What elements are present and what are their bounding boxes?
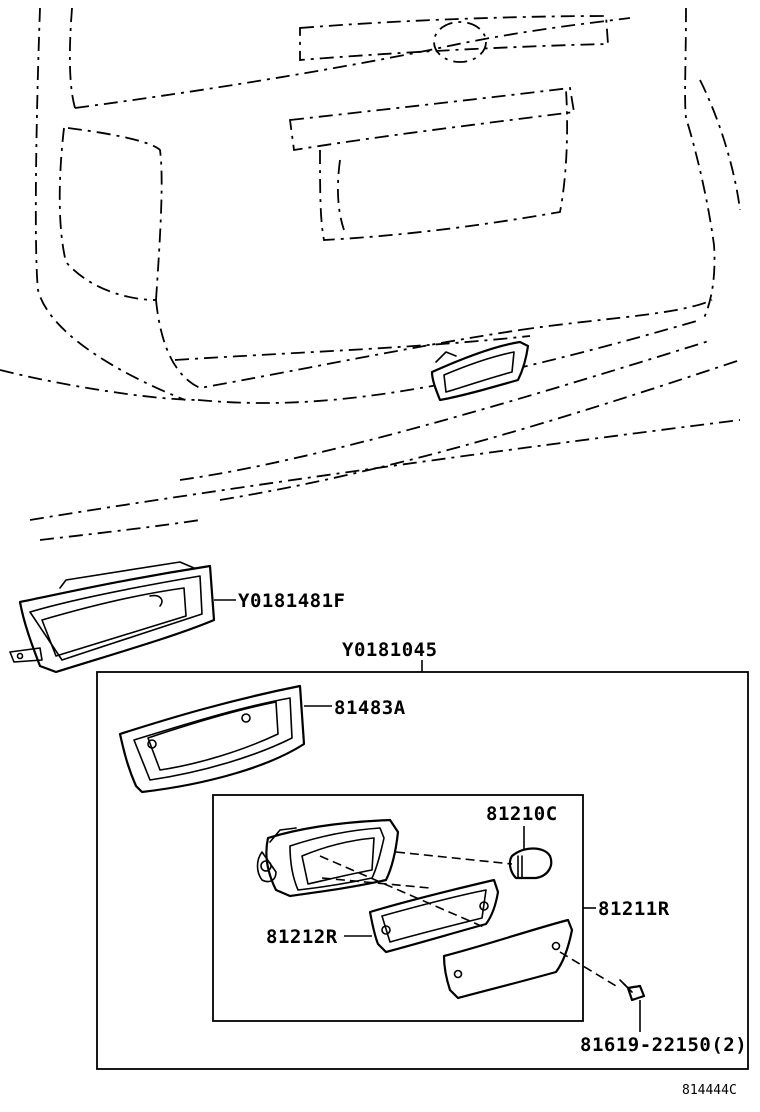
part-81483a-bezel <box>118 684 306 794</box>
part-lens <box>442 918 574 1000</box>
assembly-box-y0181045 <box>96 671 749 1070</box>
part-y0181481f-bezel <box>9 561 216 674</box>
diagram-ref-number: 814444C <box>682 1083 737 1098</box>
label-81619: 81619-22150(2) <box>580 1034 747 1056</box>
part-81211r-lamp-housing <box>256 818 400 898</box>
label-81483a: 81483A <box>334 697 406 719</box>
part-81210c-bulb <box>508 847 553 880</box>
label-y0181481f: Y0181481F <box>238 590 345 612</box>
label-y0181045: Y0181045 <box>342 639 438 661</box>
part-81619-screw <box>619 979 646 1002</box>
part-81212r-gasket <box>368 878 500 954</box>
label-81210c: 81210C <box>486 803 558 825</box>
label-81212r: 81212R <box>266 926 338 948</box>
installed-lamp-location <box>430 340 530 402</box>
label-81211r: 81211R <box>598 898 670 920</box>
assembly-lines <box>319 851 617 987</box>
vehicle-rear-outline <box>0 7 741 541</box>
